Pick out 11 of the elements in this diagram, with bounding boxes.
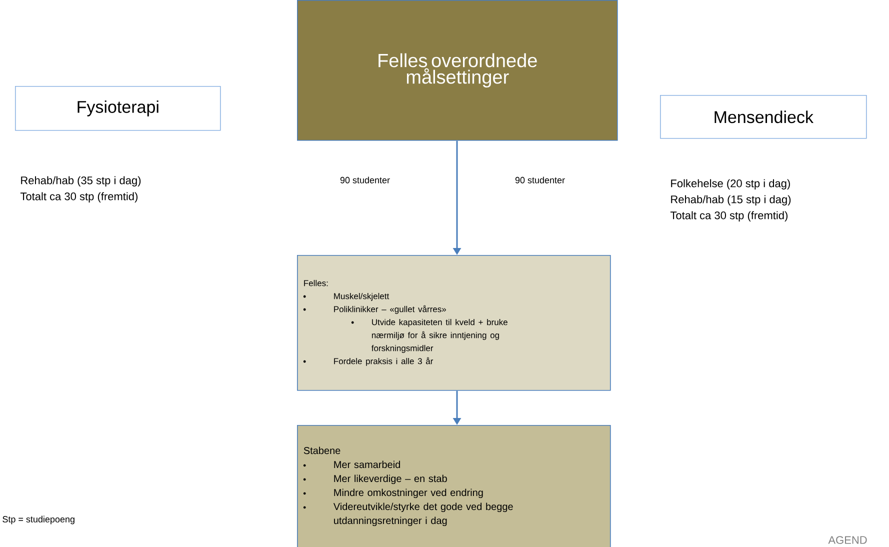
count-label: 90 studenter [340, 176, 390, 184]
content-box: Felles: Muskel/skjelett Poliklinikker – «gullet vårres» Utvide kapasiteten til kveld + bruke nærmiljø for å sikre inntjening og forskningsmidler Fordele praksis i alle 3 år [297, 255, 611, 391]
program-box: Mensendieck [660, 95, 867, 139]
title-box: Felles overordnede målsettinger [297, 0, 618, 141]
footer-text: AGEND [828, 536, 867, 544]
count-label: 90 studenter [515, 176, 565, 184]
content-box: Stabene Mer samarbeid Mer likeverdige – en stab Mindre omkostninger ved endring Videreutvikle/styrke det gode ved begge utdanningsretninger i dag [297, 425, 611, 547]
note-text: Folkehelse (20 stp i dag) Rehab/hab (15 stp i dag) Totalt ca 30 stp (fremtid) [670, 179, 791, 222]
note-text: Rehab/hab (35 stp i dag) Totalt ca 30 stp (fremtid) [20, 176, 141, 202]
program-box: Fysioterapi [15, 86, 221, 131]
footnote-text: Stp = studiepoeng [2, 516, 74, 524]
